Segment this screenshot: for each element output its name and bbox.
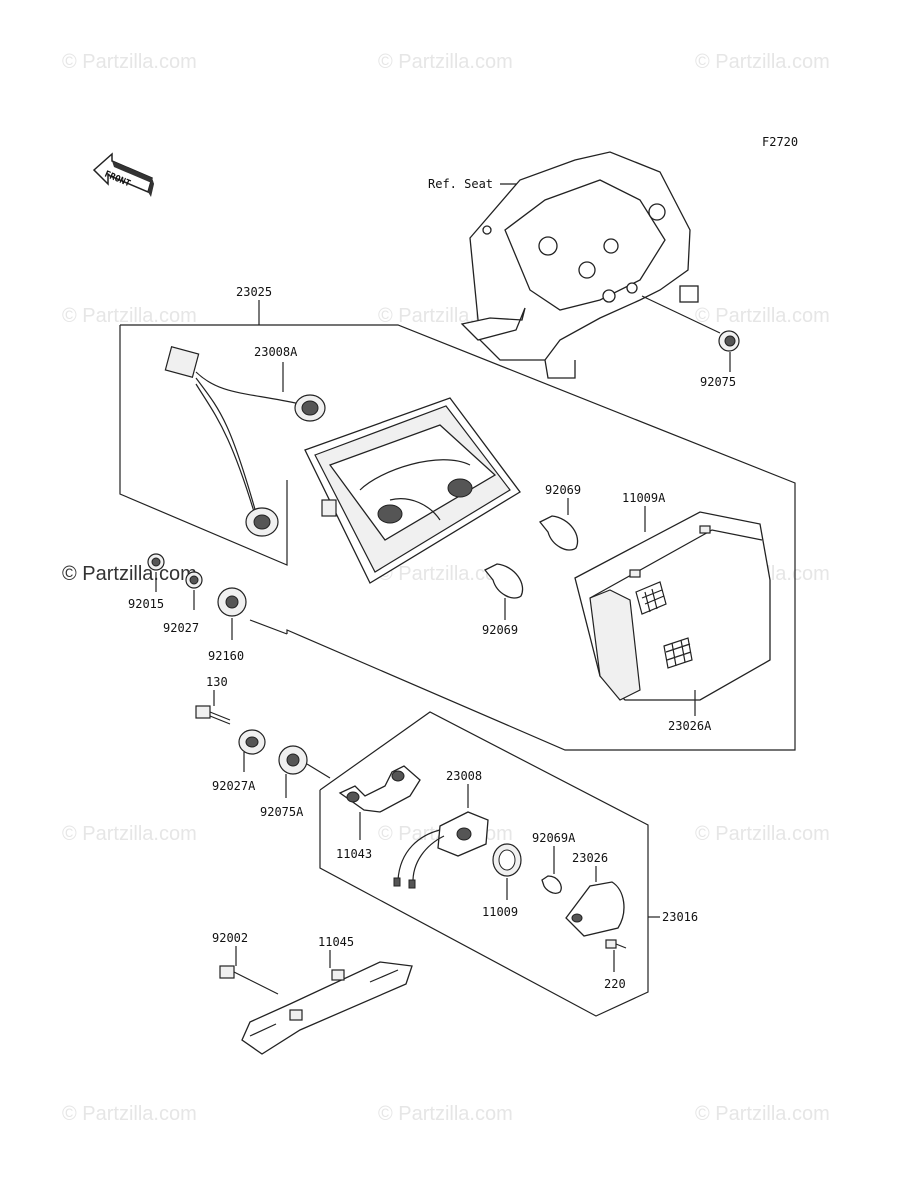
ref-seat-label: Ref. Seat xyxy=(428,177,493,191)
part-number: 92069 xyxy=(482,623,518,637)
watermark-text: © Partzilla.com xyxy=(695,51,830,73)
watermark-text: © Partzilla.com xyxy=(695,305,830,327)
watermark-text: © Partzilla.com xyxy=(378,1103,513,1125)
part-92069A-bulb[interactable]: 92069A xyxy=(532,831,576,894)
part-92069-upper[interactable]: 92069 xyxy=(538,483,581,551)
figure-code: F2720 xyxy=(762,135,798,149)
part-number: 92069A xyxy=(532,831,576,845)
watermark-text: © Partzilla.com xyxy=(378,51,513,73)
part-220-screw[interactable]: 220 xyxy=(604,939,627,991)
watermark-text: © Partzilla.com xyxy=(62,305,197,327)
part-number: 92160 xyxy=(208,649,244,663)
part-number: 92075A xyxy=(260,805,304,819)
part-92015[interactable]: 92015 xyxy=(128,553,165,611)
part-number: 23008 xyxy=(446,769,482,783)
part-92027A[interactable]: 92027A xyxy=(212,729,266,793)
watermark-text-bold: © Partzilla.com xyxy=(62,563,197,585)
part-number: 11009A xyxy=(622,491,666,505)
part-92075A[interactable]: 92075A xyxy=(260,745,331,819)
part-number: 23026 xyxy=(572,851,608,865)
part-92160[interactable]: 92160 xyxy=(208,587,247,663)
part-23026A[interactable]: 23026A xyxy=(668,690,712,733)
part-92002-bolt[interactable]: 92002 xyxy=(212,931,279,995)
part-number: 92069 xyxy=(545,483,581,497)
part-number: 92027A xyxy=(212,779,256,793)
part-number: 92002 xyxy=(212,931,248,945)
watermark-text: © Partzilla.com xyxy=(695,823,830,845)
part-number: 11045 xyxy=(318,935,354,949)
watermark-text: © Partzilla.com xyxy=(695,1103,830,1125)
part-92069-lower[interactable]: 92069 xyxy=(482,563,524,637)
part-11045-bracket[interactable]: 11045 xyxy=(241,935,413,1055)
part-number: 92027 xyxy=(163,621,199,635)
part-130-bolt[interactable]: 130 xyxy=(195,675,231,725)
part-number: 23016 xyxy=(662,910,698,924)
part-number: 220 xyxy=(604,977,626,991)
part-11043-bracket[interactable]: 11043 xyxy=(336,765,421,861)
grid-pattern-icon xyxy=(635,581,693,669)
part-number: 130 xyxy=(206,675,228,689)
watermark-text: © Partzilla.com xyxy=(62,823,197,845)
part-number: 23008A xyxy=(254,345,298,359)
part-92075[interactable]: 92075 xyxy=(641,295,740,389)
watermark-text: © Partzilla.com xyxy=(378,563,513,585)
part-number: 23025 xyxy=(236,285,272,299)
watermark-text: © Partzilla.com xyxy=(62,1103,197,1125)
part-number: 92015 xyxy=(128,597,164,611)
assembly-23016-frame: 23016 xyxy=(319,711,698,1017)
part-23008-socket[interactable]: 23008 xyxy=(393,769,489,889)
taillight-housing xyxy=(304,397,521,584)
part-number: 23026A xyxy=(668,719,712,733)
part-number: 11009 xyxy=(482,905,518,919)
part-number: 92075 xyxy=(700,375,736,389)
part-23008A[interactable]: 23008A xyxy=(164,345,326,537)
seat-bracket: Ref. Seat xyxy=(428,151,699,379)
part-number: 11043 xyxy=(336,847,372,861)
part-23026-lamp[interactable]: 23026 xyxy=(565,851,625,937)
watermarks: © Partzilla.com © Partzilla.com © Partzi… xyxy=(62,51,830,1125)
part-11009-gasket[interactable]: 11009 xyxy=(482,843,522,919)
front-arrow-icon: FRONT xyxy=(92,152,154,197)
part-11009A-lens[interactable]: 11009A xyxy=(574,491,771,701)
watermark-text: © Partzilla.com xyxy=(62,51,197,73)
assembly-23025-frame: 23025 xyxy=(119,285,796,751)
part-92027[interactable]: 92027 xyxy=(163,571,203,635)
